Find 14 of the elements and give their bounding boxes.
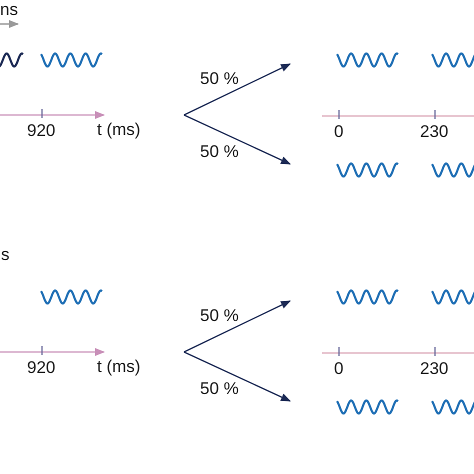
- tick-label: 230: [420, 360, 448, 378]
- tick-label: 0: [334, 360, 344, 378]
- tick-label: 920: [27, 122, 56, 140]
- axis-label: t (ms): [97, 358, 140, 376]
- percentage-label: 50 %: [200, 380, 239, 398]
- percentage-label: 50 %: [200, 307, 239, 325]
- percentage-label: 50 %: [200, 143, 239, 161]
- axis-label: t (ms): [97, 121, 140, 139]
- axis-unit-label: ns: [0, 1, 18, 19]
- percentage-label: 50 %: [200, 70, 239, 88]
- tick-label: 230: [420, 123, 448, 141]
- tick-label: 920: [27, 359, 56, 377]
- axis-unit-label: s: [1, 246, 10, 264]
- tick-label: 0: [334, 123, 344, 141]
